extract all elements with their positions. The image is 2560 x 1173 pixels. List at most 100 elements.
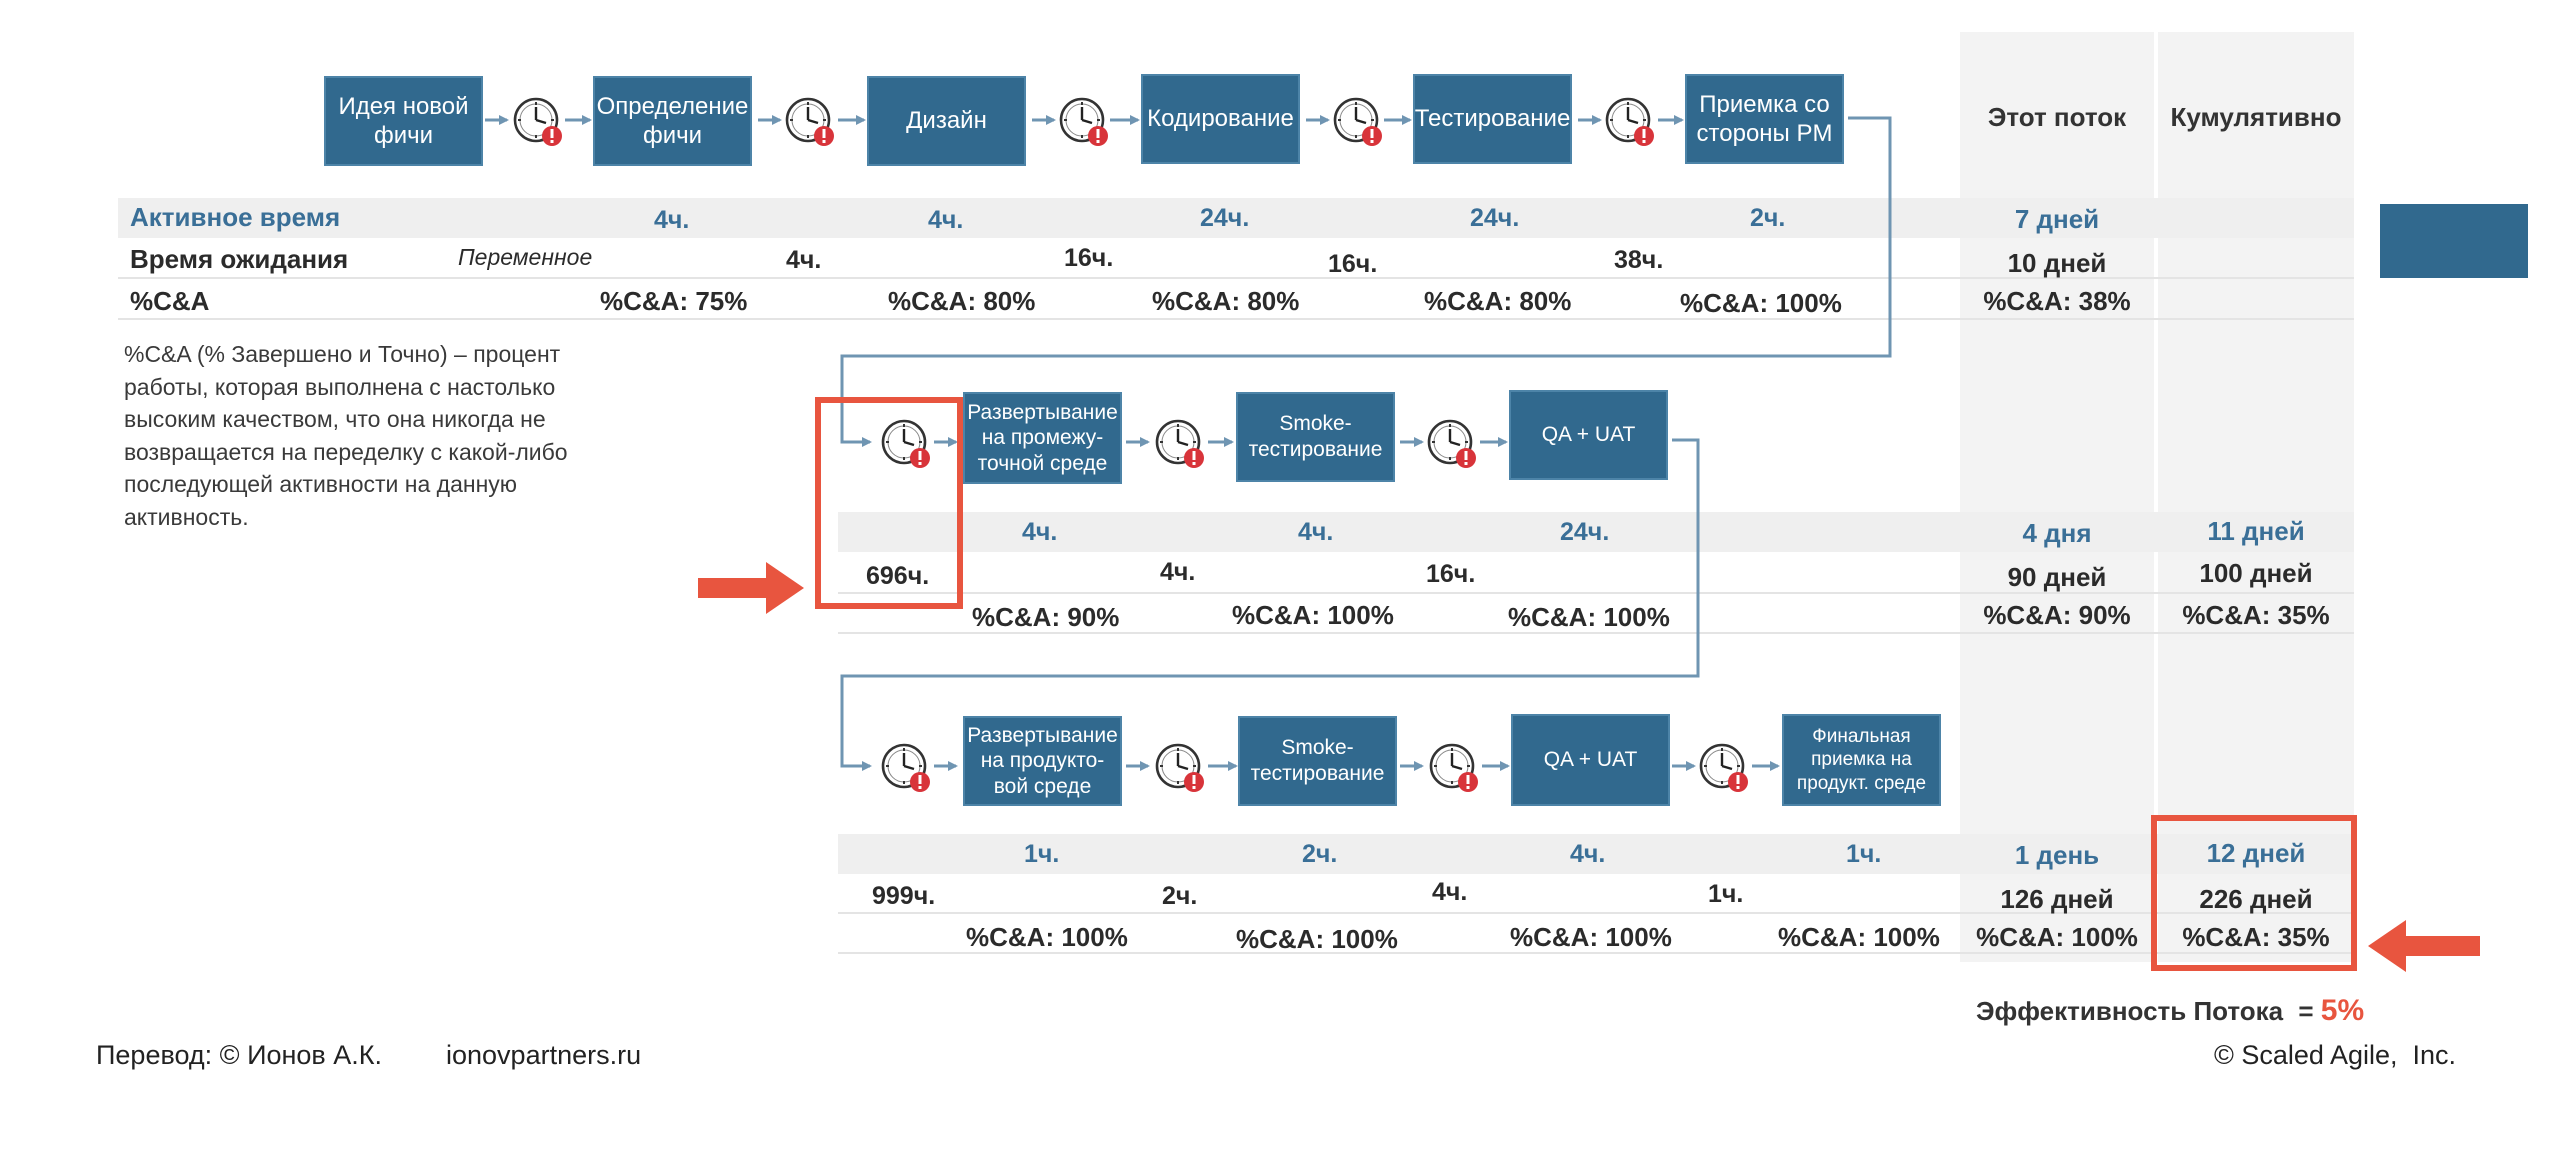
active-value: 24ч. [1560,518,1610,546]
clock-icon [513,97,564,148]
header-this-stream: Этот поток [1987,102,2127,132]
cumulative-active: 12 дней [2206,838,2306,868]
active-value: 4ч. [928,206,964,234]
footer-copyright: © Scaled Agile, Inc. [2214,1040,2457,1070]
flow-efficiency: Эффективность Потока = 5% [1976,994,2364,1028]
step-feature-idea: Идея новой фичи [324,76,483,166]
cumulative-active: 11 дней [2207,516,2305,546]
clock-icon [1605,97,1656,148]
wait-value: 4ч. [1432,878,1468,906]
clock-icon [1155,743,1206,794]
label-wait-time: Время ожидания [130,244,349,274]
step-feature-definition: Определение фичи [593,76,752,166]
step-design: Дизайн [867,76,1026,166]
wait-value: 16ч. [1328,250,1378,278]
footer-translation: Перевод: © Ионов А.К. [96,1040,383,1070]
wait-value: 696ч. [866,562,930,590]
cumulative-ca: %C&A: 35% [2182,600,2330,630]
step-qa-uat: QA + UAT [1509,390,1668,480]
active-value: 1ч. [1846,840,1882,868]
wait-variable: Переменное [458,244,593,270]
cumulative-column [2158,32,2354,962]
this-stream-column [1960,32,2154,962]
active-value: 4ч. [654,206,690,234]
this-wait: 90 дней [2007,562,2107,592]
label-ca: %C&A [130,286,210,316]
clock-icon [1155,419,1206,470]
this-ca: %C&A: 100% [1976,922,2138,952]
flow-efficiency-value: 5% [2320,994,2365,1027]
active-value: 4ч. [1022,518,1058,546]
this-active: 7 дней [2014,204,2100,234]
ca-value: %C&A: 90% [972,602,1120,632]
wait-value: 4ч. [786,246,822,274]
clock-icon [1427,419,1478,470]
active-value: 4ч. [1570,840,1606,868]
ca-value: %C&A: 100% [1236,924,1398,954]
footer-site: ionovpartners.ru [446,1040,642,1070]
active-value: 24ч. [1470,204,1520,232]
wait-value: 1ч. [1708,880,1744,908]
label-active-time: Активное время [130,202,341,232]
red-arrow-left-icon [2368,920,2480,972]
ca-value: %C&A: 100% [966,922,1128,952]
wait-value: 4ч. [1160,558,1196,586]
clock-icon [881,419,932,470]
flow-efficiency-eq: = [2298,996,2314,1026]
step-prod-deploy: Развертывание на продукто- вой среде [963,716,1122,806]
step-coding: Кодирование [1141,74,1300,164]
step-testing: Тестирование [1413,74,1572,164]
active-value: 2ч. [1302,840,1338,868]
step-smoke-test: Smoke- тестирование [1236,392,1395,482]
clock-icon [1699,743,1750,794]
stage3-active-band [838,834,2354,874]
stage1-active-band [118,198,2354,238]
cumulative-wait: 100 дней [2199,558,2313,588]
active-value: 2ч. [1750,204,1786,232]
flow-efficiency-label: Эффективность Потока [1976,996,2284,1026]
ca-value: %C&A: 100% [1778,922,1940,952]
side-block [2380,204,2528,278]
ca-value: %C&A: 100% [1510,922,1672,952]
wait-value: 16ч. [1064,244,1114,272]
ca-value: %C&A: 100% [1680,288,1842,318]
this-ca: %C&A: 38% [1983,286,2131,316]
ca-definition: %C&A (% Завершено и Точно) – процент раб… [124,341,568,530]
active-value: 1ч. [1024,840,1060,868]
highlight-cumulative-box [2151,815,2357,971]
this-wait: 126 дней [2000,884,2114,914]
step-pm-acceptance: Приемка со стороны PM [1685,74,1844,164]
wait-value: 999ч. [872,882,936,910]
step-final-acceptance: Финальная приемка на продукт. среде [1782,714,1941,806]
this-active: 4 дня [2022,518,2092,548]
clock-icon [1059,97,1110,148]
ca-value: %C&A: 100% [1508,602,1670,632]
this-ca: %C&A: 90% [1983,600,2131,630]
step-smoke-test-prod: Smoke- тестирование [1238,716,1397,806]
active-value: 4ч. [1298,518,1334,546]
cumulative-ca: %C&A: 35% [2182,922,2330,952]
clock-icon [881,743,932,794]
ca-value: %C&A: 80% [888,286,1036,316]
wait-value: 38ч. [1614,246,1664,274]
red-arrow-right-icon [698,562,804,614]
header-cumulative: Кумулятивно [2170,102,2342,132]
highlight-wait-box [815,397,963,609]
wait-value: 2ч. [1162,882,1198,910]
clock-icon [1429,743,1480,794]
ca-value: %C&A: 80% [1424,286,1572,316]
ca-value: %C&A: 100% [1232,600,1394,630]
step-qa-uat-prod: QA + UAT [1511,714,1670,806]
cumulative-wait: 226 дней [2199,884,2313,914]
this-active: 1 день [2014,840,2100,870]
ca-value: %C&A: 80% [1152,286,1300,316]
clock-icon [785,97,836,148]
wait-value: 16ч. [1426,560,1476,588]
this-wait: 10 дней [2007,248,2107,278]
active-value: 24ч. [1200,204,1250,232]
clock-icon [1333,97,1384,148]
step-staging-deploy: Развертывание на промежу- точной среде [963,392,1122,484]
ca-value: %C&A: 75% [600,286,748,316]
stage2-active-band [838,512,2354,552]
